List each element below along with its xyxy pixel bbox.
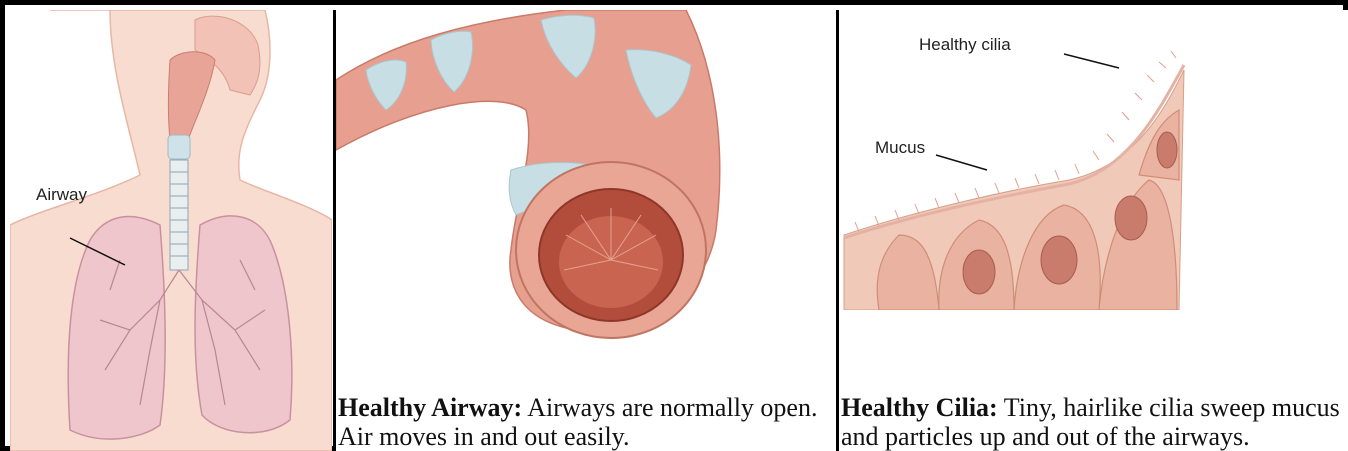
panel-airway-overview: Airway: [10, 10, 332, 451]
airway-tube-illustration: [336, 10, 836, 340]
airway-label: Airway: [36, 185, 88, 204]
healthy-cilia-label: Healthy cilia: [919, 35, 1011, 54]
cilia-caption-title: Healthy Cilia:: [841, 393, 998, 422]
airway-caption: Healthy Airway: Airways are normally ope…: [338, 393, 832, 451]
mucus-pointer: [936, 155, 987, 170]
cilia-illustration: Healthy cilia Mucus: [839, 10, 1348, 310]
mucus-label: Mucus: [875, 138, 925, 157]
panel-healthy-cilia: Healthy cilia Mucus Healthy Cilia: Tiny,…: [836, 10, 1348, 451]
cilia-caption: Healthy Cilia: Tiny, hairlike cilia swee…: [841, 393, 1344, 451]
larynx: [168, 135, 190, 159]
panel-healthy-airway: Healthy Airway: Airways are normally ope…: [333, 10, 836, 451]
trachea: [170, 160, 188, 270]
airway-caption-title: Healthy Airway:: [338, 393, 522, 422]
cilia-pointer: [1064, 54, 1119, 68]
lungs-illustration: Airway: [10, 10, 332, 451]
